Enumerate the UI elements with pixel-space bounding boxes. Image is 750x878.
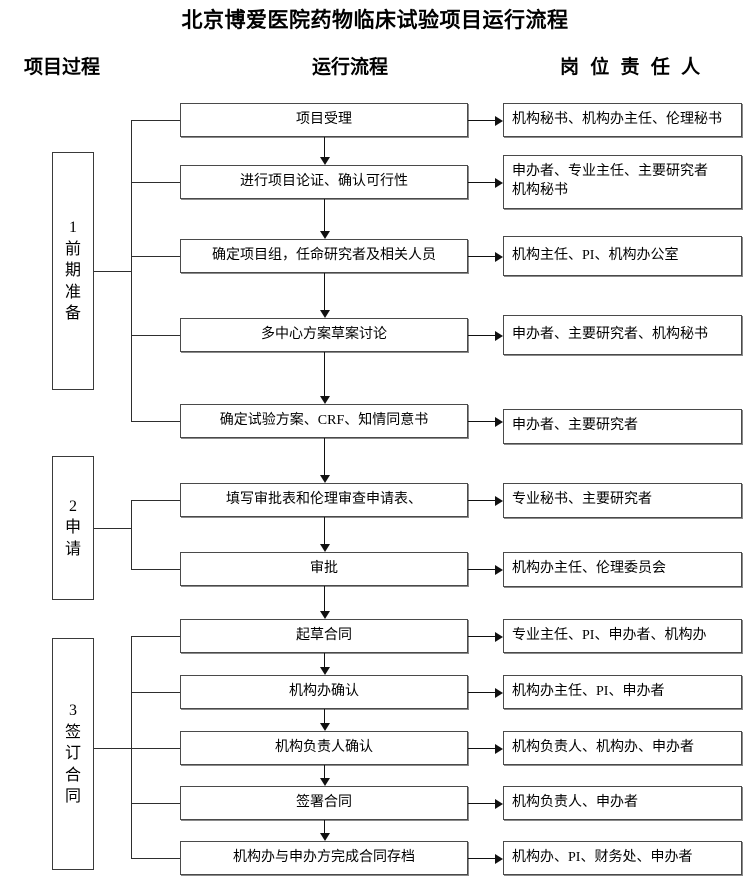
phase-2-branch-1 (131, 500, 181, 501)
phase-3-branch-4 (131, 803, 181, 804)
responsible-box-5[interactable]: 申办者、主要研究者 (503, 409, 742, 444)
process-box-6[interactable]: 填写审批表和伦理审查申请表、 (180, 483, 468, 517)
responsible-line-1-1: 机构秘书、机构办主任、伦理秘书 (512, 111, 722, 127)
process-label-8: 起草合同 (296, 627, 352, 643)
phase-2-spine (131, 500, 132, 570)
phase-3-char-2: 订 (64, 745, 81, 763)
responsible-box-7[interactable]: 机构办主任、伦理委员会 (503, 552, 742, 587)
process-label-4: 多中心方案草案讨论 (261, 326, 387, 342)
process-label-7: 审批 (310, 560, 338, 576)
process-label-6: 填写审批表和伦理审查申请表、 (226, 491, 422, 507)
process-box-4[interactable]: 多中心方案草案讨论 (180, 318, 468, 352)
process-box-1[interactable]: 项目受理 (180, 103, 468, 137)
phase-1-branch-3 (131, 256, 181, 257)
responsible-box-9[interactable]: 机构办主任、PI、申办者 (503, 675, 742, 709)
phase-2-char-2: 请 (64, 540, 81, 558)
responsible-box-1[interactable]: 机构秘书、机构办主任、伦理秘书 (503, 103, 742, 137)
phase-box-2[interactable]: 2 申 请 (52, 456, 94, 600)
responsible-line-4-1: 申办者、主要研究者、机构秘书 (512, 326, 708, 342)
responsible-box-11[interactable]: 机构负责人、申办者 (503, 786, 742, 820)
column-header-process-stage: 项目过程 (24, 57, 101, 78)
responsible-line-9-1: 机构办主任、PI、申办者 (512, 683, 665, 699)
phase-3-char-4: 同 (64, 788, 81, 806)
responsible-line-5-1: 申办者、主要研究者 (512, 418, 638, 434)
phase-3-branch-1 (131, 636, 181, 637)
phase-box-1[interactable]: 1 前 期 准 备 (52, 152, 94, 390)
phase-3-spine (131, 636, 132, 858)
column-header-workflow: 运行流程 (311, 57, 388, 78)
phase-1-branch-1 (131, 120, 181, 121)
phase-1-char-2: 期 (64, 262, 81, 280)
process-label-2: 进行项目论证、确认可行性 (240, 173, 408, 189)
responsible-line-11-1: 机构负责人、申办者 (512, 794, 638, 810)
phase-3-char-1: 签 (64, 723, 81, 741)
responsible-line-2-2: 机构秘书 (512, 183, 568, 198)
phase-2-char-1: 申 (64, 519, 81, 537)
responsible-line-6-1: 专业秘书、主要研究者 (512, 492, 652, 508)
responsible-line-12-1: 机构办、PI、财务处、申办者 (512, 849, 693, 865)
responsible-line-7-1: 机构办主任、伦理委员会 (512, 561, 666, 577)
process-box-8[interactable]: 起草合同 (180, 619, 468, 653)
responsible-box-4[interactable]: 申办者、主要研究者、机构秘书 (503, 315, 742, 355)
process-box-7[interactable]: 审批 (180, 552, 468, 586)
phase-2-char-0: 2 (69, 497, 77, 515)
process-label-1: 项目受理 (296, 111, 352, 127)
responsible-line-2-1: 申办者、专业主任、主要研究者 (512, 164, 708, 180)
process-label-11: 签署合同 (296, 794, 352, 810)
responsible-box-10[interactable]: 机构负责人、机构办、申办者 (503, 731, 742, 765)
process-box-9[interactable]: 机构办确认 (180, 675, 468, 709)
responsible-line-8-1: 专业主任、PI、申办者、机构办 (512, 627, 707, 643)
process-box-11[interactable]: 签署合同 (180, 786, 468, 820)
process-box-3[interactable]: 确定项目组，任命研究者及相关人员 (180, 239, 468, 273)
phase-2-branch-2 (131, 569, 181, 570)
column-header-responsible: 岗 位 责 任 人 (560, 57, 704, 78)
phase-1-branch-2 (131, 182, 181, 183)
phase-1-char-4: 备 (64, 305, 81, 323)
phase-1-stem (94, 271, 132, 272)
phase-1-char-1: 前 (64, 240, 81, 258)
phase-3-branch-2 (131, 692, 181, 693)
responsible-line-10-1: 机构负责人、机构办、申办者 (512, 739, 694, 755)
process-box-2[interactable]: 进行项目论证、确认可行性 (180, 165, 468, 199)
phase-3-stem (94, 748, 132, 749)
process-label-3: 确定项目组，任命研究者及相关人员 (212, 247, 436, 263)
phase-3-char-0: 3 (69, 702, 77, 720)
phase-1-branch-5 (131, 421, 181, 422)
process-box-12[interactable]: 机构办与申办方完成合同存档 (180, 841, 468, 875)
phase-1-char-0: 1 (69, 219, 77, 237)
responsible-box-2[interactable]: 申办者、专业主任、主要研究者 机构秘书 (503, 155, 742, 209)
phase-1-char-3: 准 (64, 283, 81, 301)
phase-3-branch-3 (131, 748, 181, 749)
phase-1-spine (131, 120, 132, 422)
phase-2-stem (94, 528, 132, 529)
responsible-line-3-1: 机构主任、PI、机构办公室 (512, 247, 679, 263)
responsible-box-3[interactable]: 机构主任、PI、机构办公室 (503, 236, 742, 276)
phase-box-3[interactable]: 3 签 订 合 同 (52, 638, 94, 870)
process-label-9: 机构办确认 (289, 683, 359, 699)
responsible-box-12[interactable]: 机构办、PI、财务处、申办者 (503, 841, 742, 875)
responsible-box-6[interactable]: 专业秘书、主要研究者 (503, 483, 742, 518)
page-title: 北京博爱医院药物临床试验项目运行流程 (181, 8, 569, 32)
phase-3-branch-5 (131, 858, 181, 859)
process-box-5[interactable]: 确定试验方案、CRF、知情同意书 (180, 404, 468, 438)
process-label-12: 机构办与申办方完成合同存档 (233, 849, 415, 865)
phase-1-branch-4 (131, 335, 181, 336)
process-label-5: 确定试验方案、CRF、知情同意书 (219, 412, 429, 428)
responsible-box-8[interactable]: 专业主任、PI、申办者、机构办 (503, 619, 742, 653)
phase-3-char-3: 合 (64, 766, 81, 784)
process-label-10: 机构负责人确认 (275, 739, 373, 755)
process-box-10[interactable]: 机构负责人确认 (180, 731, 468, 765)
